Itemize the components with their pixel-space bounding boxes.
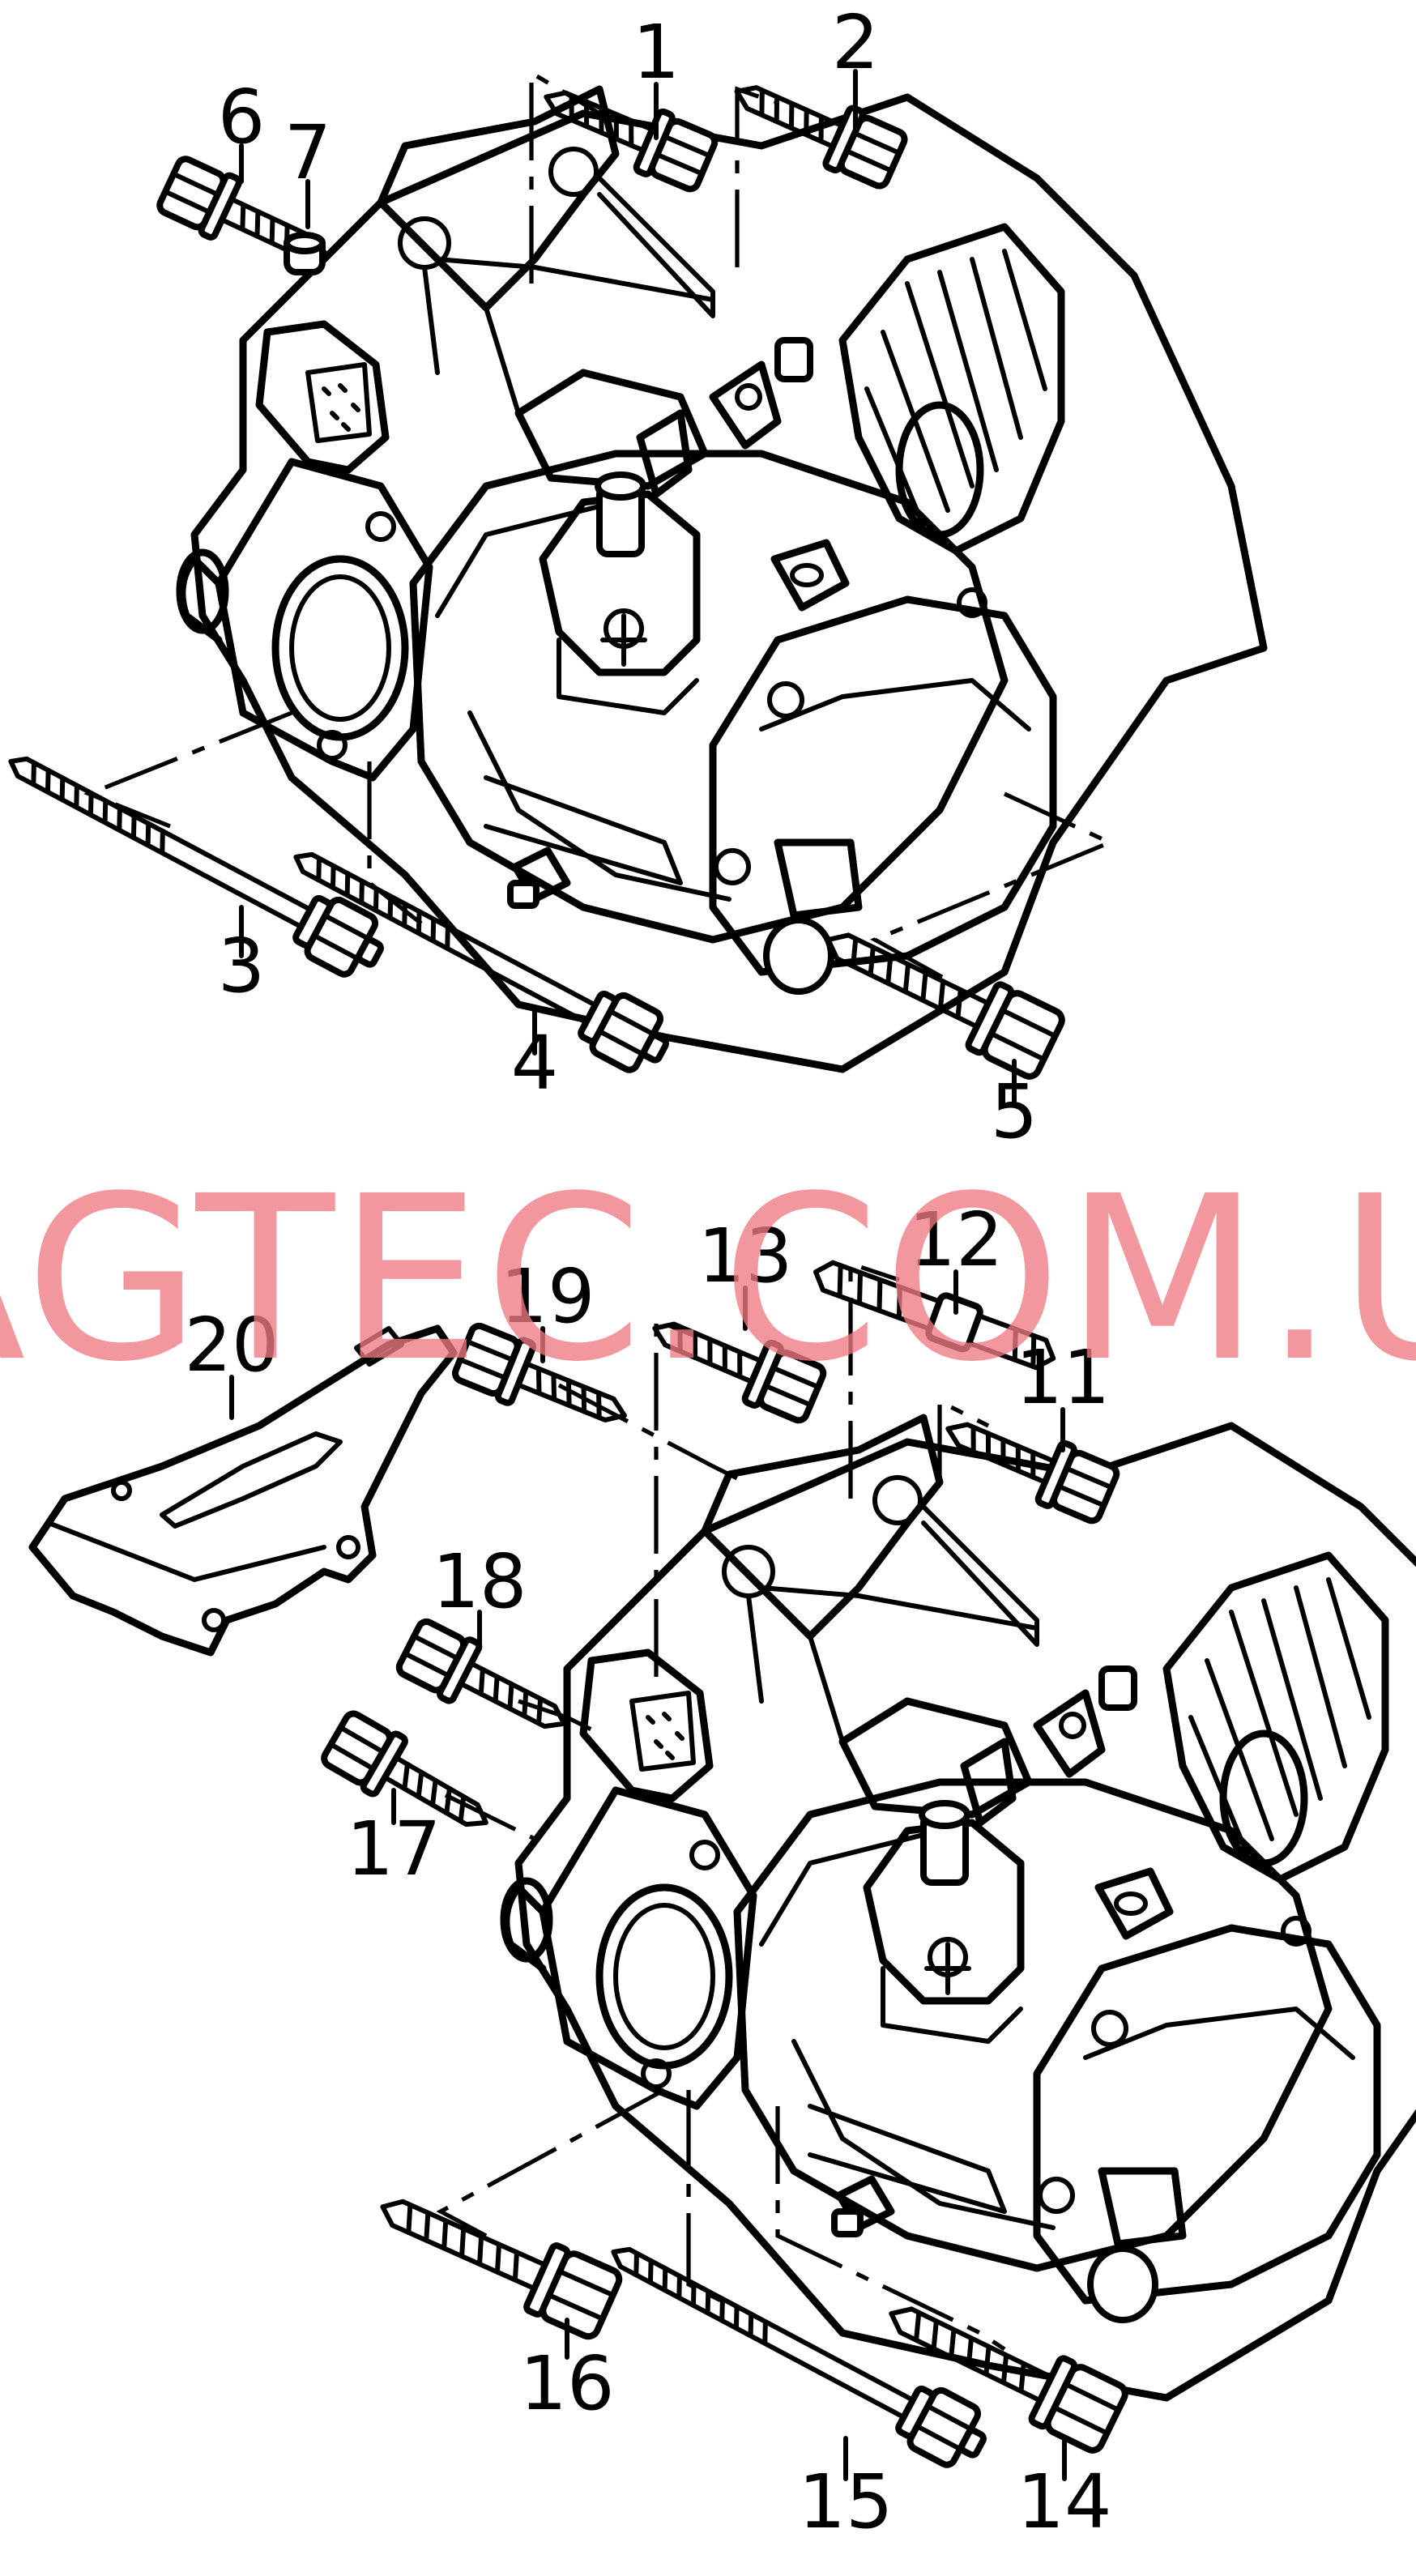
leader-line-16 bbox=[436, 2088, 666, 2238]
callout-14: 14 bbox=[1017, 2459, 1111, 2545]
callout-19: 19 bbox=[500, 1253, 595, 1340]
part-20-heat-shield bbox=[28, 1324, 458, 1657]
leader-line-18 bbox=[518, 1699, 601, 1736]
part-18-bolt bbox=[395, 1616, 579, 1752]
leader-line-15 bbox=[686, 2090, 739, 2311]
callout-15: 15 bbox=[798, 2459, 893, 2545]
leader-line-11 bbox=[937, 1397, 990, 1482]
callout-12: 12 bbox=[908, 1196, 1003, 1283]
callout-4: 4 bbox=[511, 1020, 559, 1107]
callout-5: 5 bbox=[991, 1068, 1039, 1155]
part-3-stud bbox=[0, 733, 392, 985]
leader-line-5 bbox=[870, 791, 1115, 983]
callout-16: 16 bbox=[519, 2340, 614, 2427]
leader-line-12 bbox=[848, 1260, 900, 1499]
leader-line-19 bbox=[557, 1383, 747, 1485]
part-7-spacer bbox=[284, 232, 326, 275]
leader-line-14 bbox=[775, 2106, 1006, 2352]
callout-13: 13 bbox=[697, 1213, 792, 1299]
callout-1: 1 bbox=[633, 9, 680, 96]
callout-20: 20 bbox=[184, 1302, 279, 1388]
callout-7: 7 bbox=[284, 109, 332, 196]
callout-18: 18 bbox=[432, 1538, 527, 1625]
callout-6: 6 bbox=[218, 74, 266, 160]
lower-view: 11 12 13 14 15 16 17 18 19 20 bbox=[28, 1196, 1416, 2545]
upper-view: 1 2 3 4 5 6 7 bbox=[0, 0, 1264, 1155]
part-5-bolt bbox=[812, 907, 1065, 1079]
leader-line-13 bbox=[654, 1317, 697, 1677]
callout-2: 2 bbox=[832, 0, 880, 86]
callout-17: 17 bbox=[346, 1806, 441, 1892]
part-16-bolt bbox=[369, 2174, 623, 2339]
gearbox-lower bbox=[504, 1418, 1416, 2398]
part-1-bolt bbox=[534, 67, 719, 194]
leader-line-17 bbox=[444, 1793, 536, 1841]
callout-11: 11 bbox=[1015, 1334, 1110, 1421]
callout-3: 3 bbox=[218, 923, 266, 1009]
watermark: VAGTEC.COM.UA bbox=[0, 1148, 1416, 1412]
